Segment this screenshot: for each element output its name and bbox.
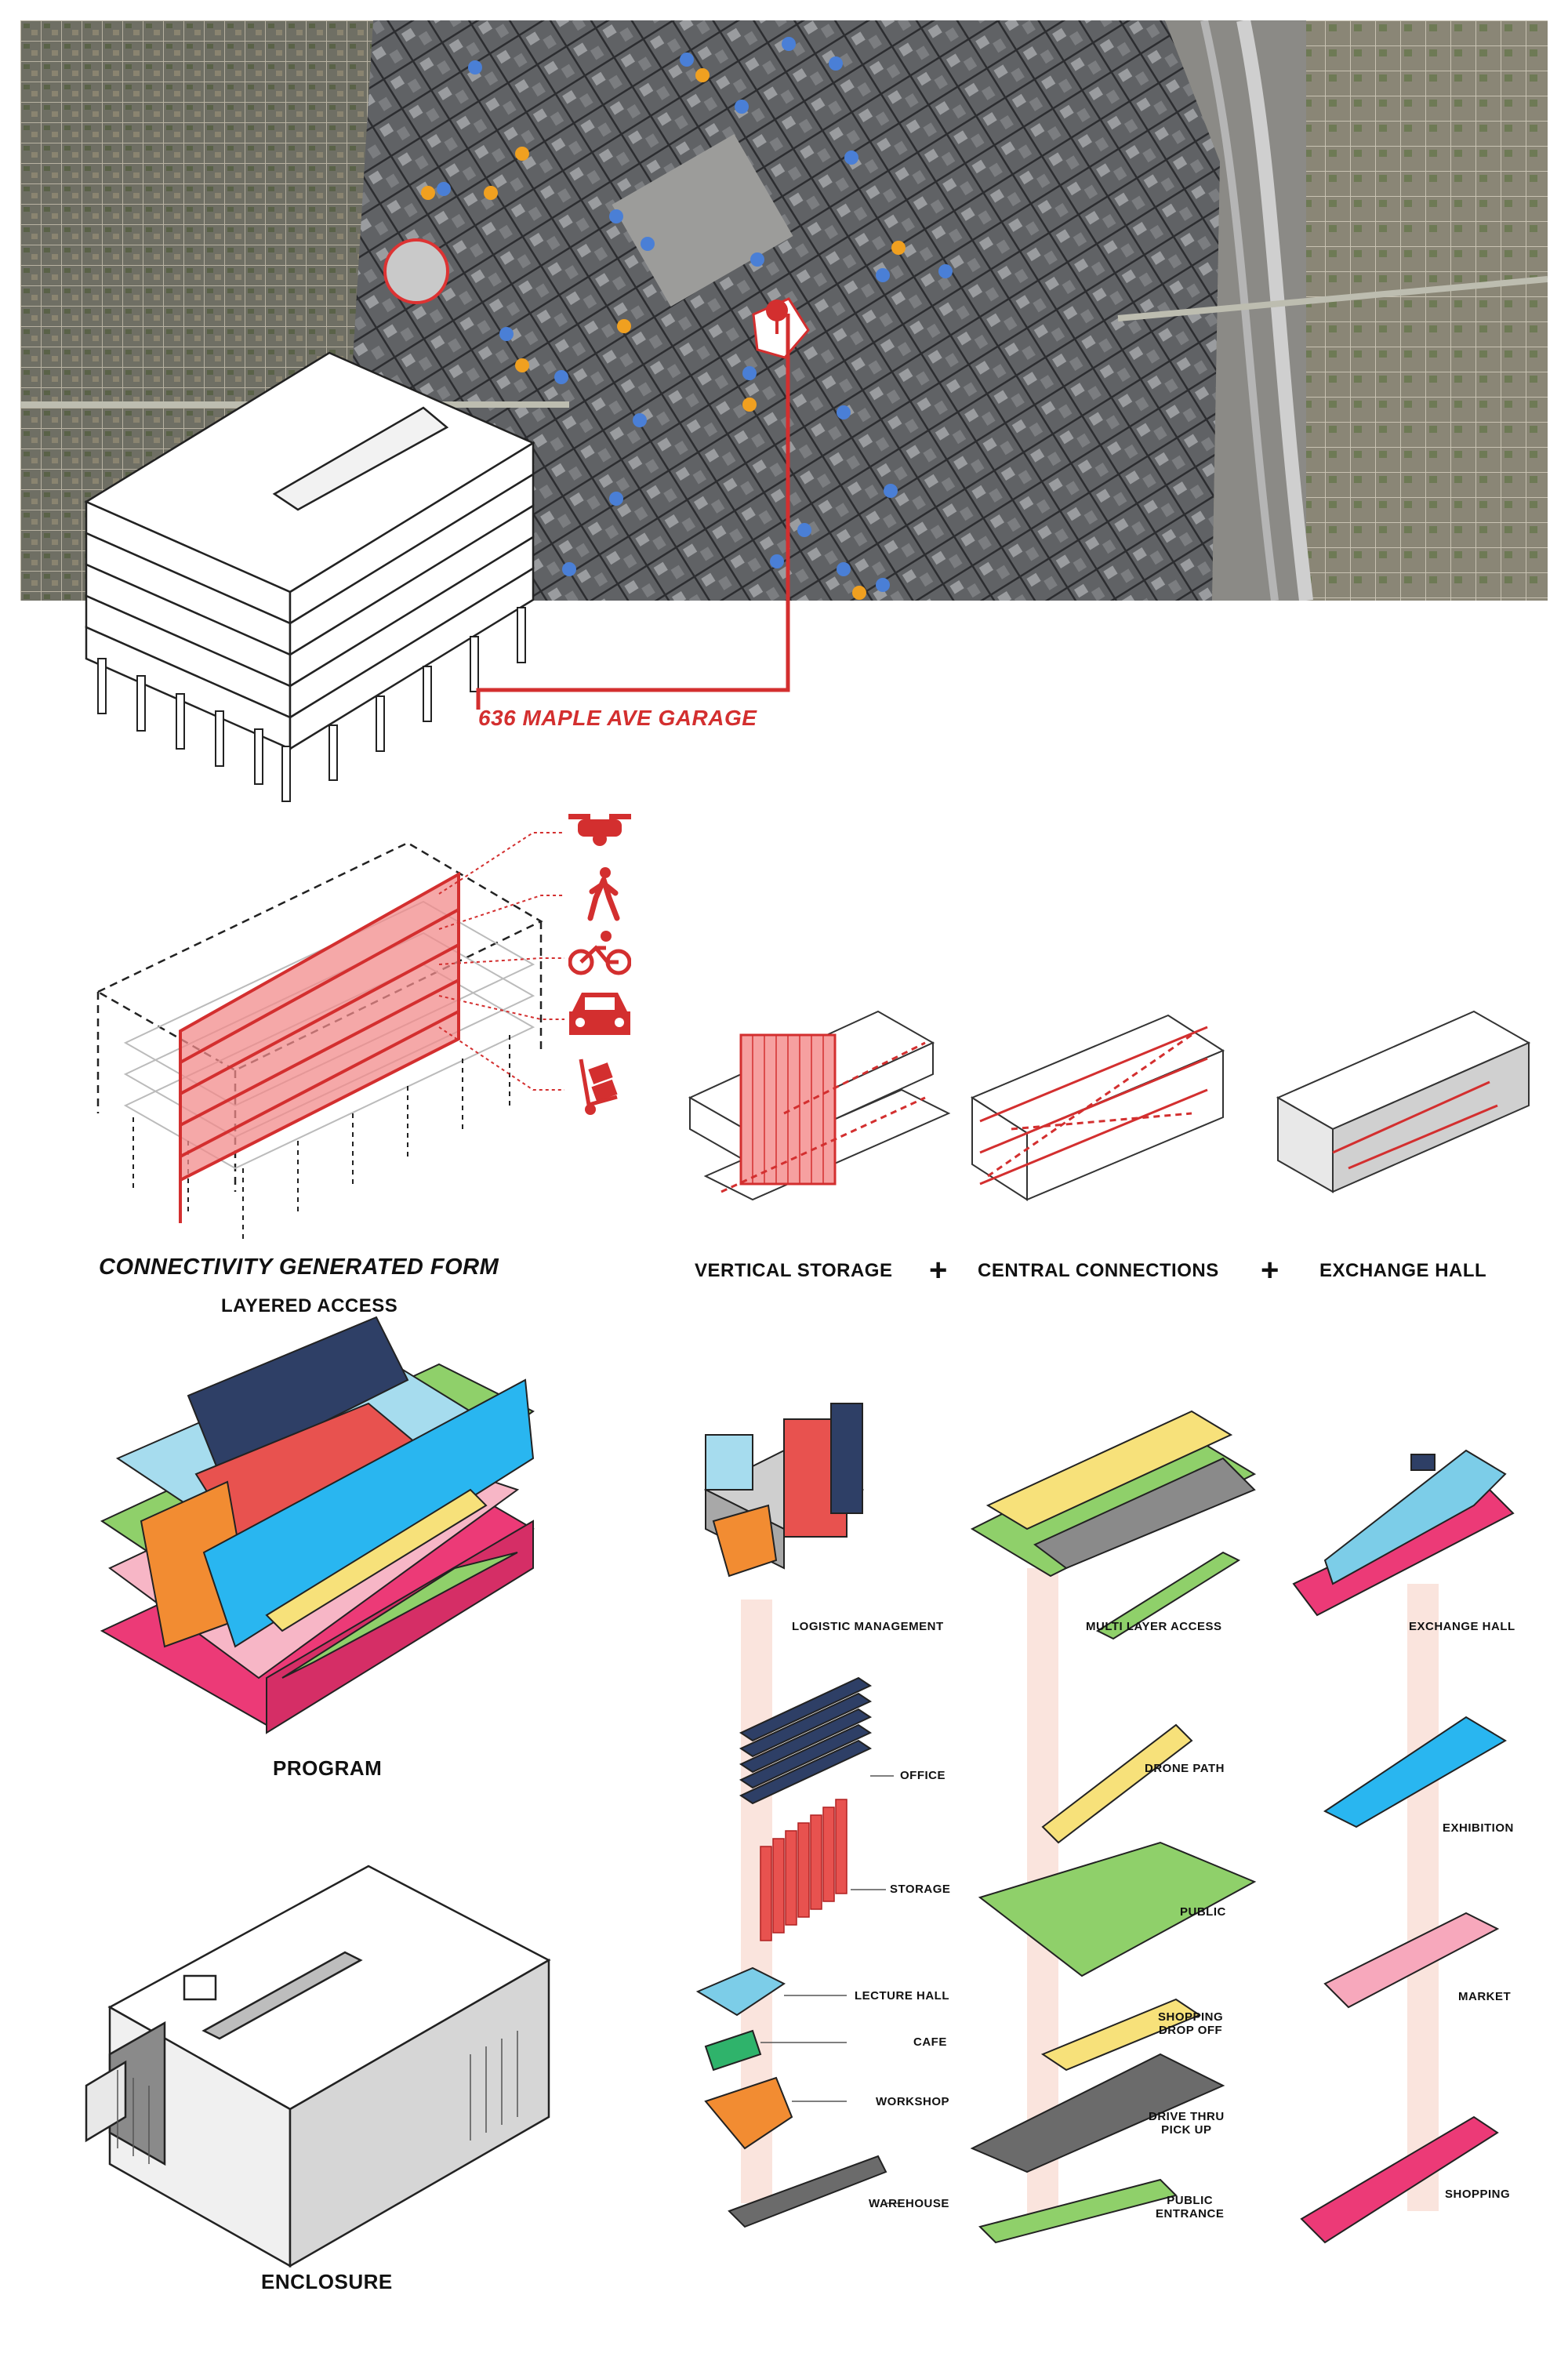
drive-thru-label: DRIVE THRU PICK UP [1149,2110,1225,2137]
access-title: MULTI LAYER ACCESS [1086,1620,1222,1633]
lecture-hall-label: LECTURE HALL [855,1989,949,2003]
car-icon [564,988,635,1047]
cafe-label: CAFE [913,2035,947,2049]
shopping-drop-off-label: SHOPPING DROP OFF [1158,2010,1224,2037]
plus-sign-1: + [929,1253,948,1287]
logistic-title: LOGISTIC MANAGEMENT [792,1620,944,1633]
step-exchange-hall: EXCHANGE HALL [1319,1260,1487,1281]
connectivity-subtitle: LAYERED ACCESS [221,1295,398,1316]
connectivity-title: CONNECTIVITY GENERATED FORM [99,1255,499,1280]
enclosure-label: ENCLOSURE [261,2270,393,2293]
office-label: OFFICE [900,1769,946,1782]
warehouse-label: WAREHOUSE [869,2197,949,2210]
program-label: PROGRAM [273,1756,383,1780]
drone-icon [568,808,631,859]
exchange-title: EXCHANGE HALL [1409,1620,1515,1633]
hand-truck-icon [576,1055,623,1121]
pedestrian-icon [584,866,623,925]
workshop-label: WORKSHOP [876,2095,949,2108]
exhibition-label: EXHIBITION [1443,1821,1514,1835]
step-central-connections: CENTRAL CONNECTIONS [978,1260,1219,1281]
market-label: MARKET [1458,1990,1512,2003]
step-vertical-storage: VERTICAL STORAGE [695,1260,893,1281]
drone-path-label: DRONE PATH [1145,1762,1225,1775]
storage-label: STORAGE [890,1883,951,1896]
plus-sign-2: + [1261,1253,1279,1287]
bicycle-icon [568,929,632,980]
shopping-label: SHOPPING [1445,2188,1511,2201]
site-label: 636 MAPLE AVE GARAGE [478,706,757,730]
public-label: PUBLIC [1180,1905,1226,1919]
public-entrance-label: PUBLIC ENTRANCE [1156,2194,1225,2220]
